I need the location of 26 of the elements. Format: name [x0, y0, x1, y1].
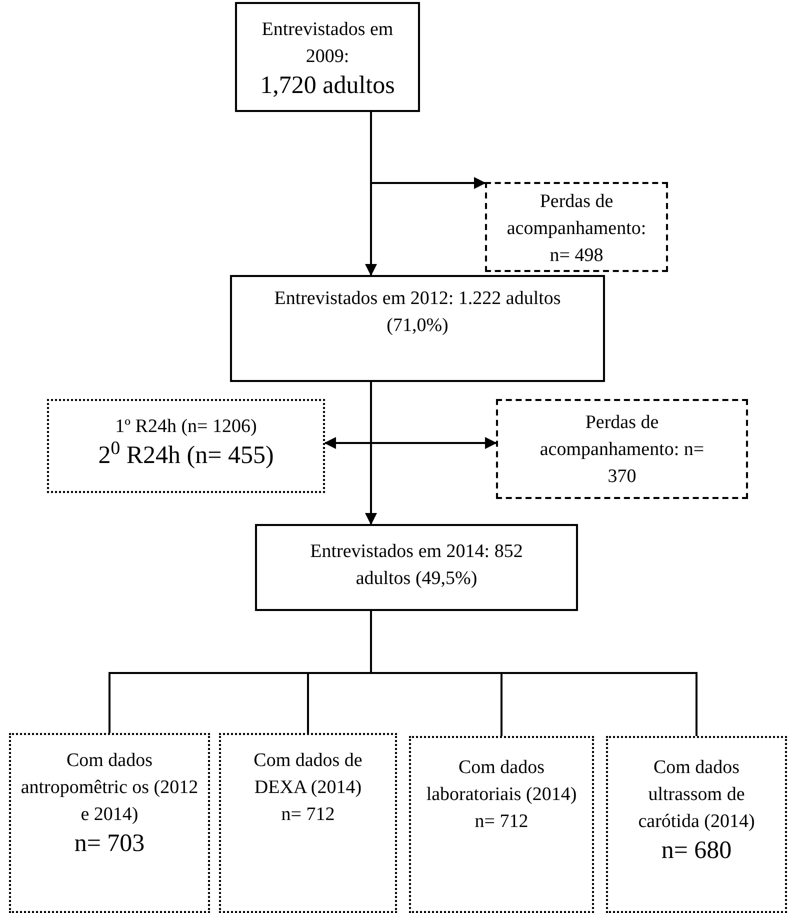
node-text: Entrevistados em 2014: 852 adultos (49,5%)	[309, 540, 524, 591]
arrow	[370, 382, 497, 449]
exclusion-box	[496, 399, 748, 499]
outcome-box	[219, 733, 397, 913]
node-text: 2$^{0}$ R24h (n= 455)	[98, 440, 274, 471]
note-box	[47, 399, 325, 493]
process-box	[235, 2, 420, 112]
node-text: Com dados de DEXA (2014) n= 712	[252, 749, 364, 827]
node-text: Com dados laboratoriais (2014) n= 712	[425, 756, 578, 834]
node-text: Entrevistados em 2012: 1.222 adultos (71,0%)	[273, 287, 562, 338]
node-text: 1º R24h (n= 1206)	[115, 415, 257, 439]
outcome-box	[9, 733, 210, 913]
node-text: 1,720 adultos	[260, 71, 395, 101]
node-text: Entrevistados em 2009:	[260, 18, 394, 69]
node-text: Com dados ultrassom de carótida (2014)	[637, 756, 756, 834]
node-text: Com dados antropomêtric os (2012 e 2014)	[20, 749, 200, 827]
node-text: n= 703	[74, 829, 145, 859]
arrow	[370, 112, 486, 189]
node-text: n= 680	[661, 836, 732, 866]
node-text: Perdas de acompanhamento: n= 370	[538, 411, 706, 489]
exclusion-box	[485, 182, 668, 272]
outcome-box	[409, 736, 594, 913]
outcome-box	[606, 736, 787, 913]
process-box	[255, 524, 578, 611]
process-box	[230, 275, 605, 382]
node-text: Perdas de acompanhamento: n= 498	[506, 190, 648, 268]
